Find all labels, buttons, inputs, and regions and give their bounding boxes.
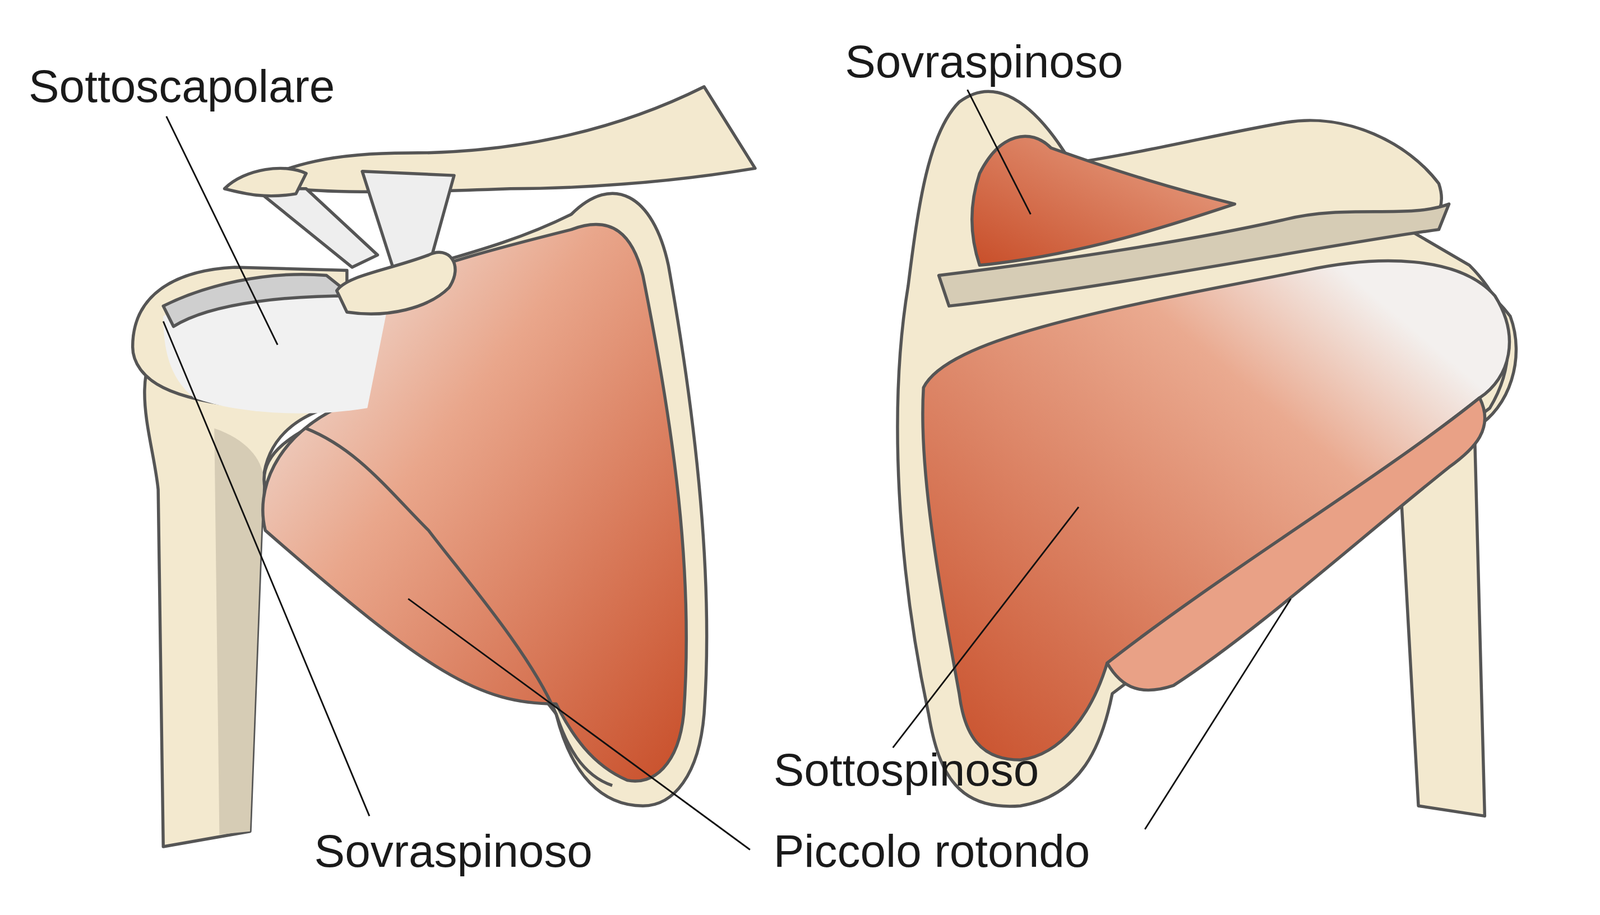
leader-line <box>408 599 751 851</box>
infraspinatus <box>922 261 1510 761</box>
muscle-label: Sottospinoso <box>770 745 1043 796</box>
leader-line <box>166 116 278 346</box>
scapula-border <box>306 428 613 786</box>
teres-minor <box>1107 398 1486 691</box>
leader-line <box>1144 599 1291 830</box>
leader-line <box>163 321 370 817</box>
muscle-label: Sovraspinoso <box>842 37 1127 88</box>
ligament <box>255 188 378 268</box>
coracoid <box>336 252 456 314</box>
muscle-label: Sovraspinoso <box>311 826 596 878</box>
leader-line <box>893 507 1079 749</box>
acromion <box>224 168 307 196</box>
humerus-shadow <box>214 428 263 836</box>
leader-line <box>967 89 1031 215</box>
muscle-label: Piccolo rotondo <box>770 826 1094 878</box>
supraspinatus-tendon <box>163 274 353 327</box>
muscle-label: Sottoscapolare <box>25 61 339 112</box>
